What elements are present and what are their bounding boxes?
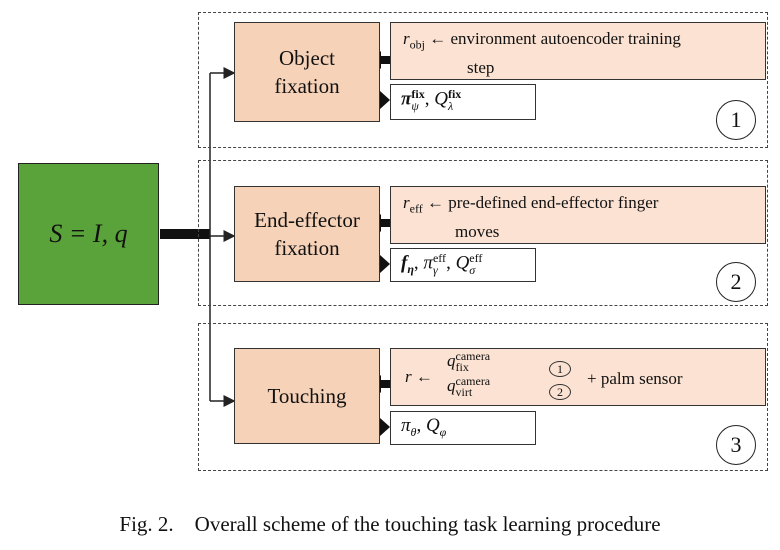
stage-object-fixation: Object fixation	[234, 22, 380, 122]
ref-circle-1: 1	[549, 361, 571, 377]
reward-1-text-line2: step	[467, 58, 495, 78]
stage-1-region	[198, 12, 768, 148]
stage-number-1: 1	[716, 100, 756, 140]
reward-box-2: reff ← pre-defined end-effector finger m…	[390, 186, 766, 244]
stage-2-title-line1: End-effector	[254, 208, 360, 232]
ref-circle-2: 2	[549, 384, 571, 400]
stage-1-title-line1: Object	[279, 46, 335, 70]
reward-1-formula: robj	[403, 29, 425, 52]
reward-2-text-line2: moves	[455, 222, 500, 242]
caption-text: Overall scheme of the touching task lear…	[194, 512, 661, 536]
reward-2-formula: reff	[403, 193, 423, 216]
stage-number-2: 2	[716, 262, 756, 302]
state-box: S = I, q	[18, 163, 159, 305]
stage-2-region	[198, 160, 768, 306]
reward-box-1: robj ← environment autoencoder training …	[390, 22, 766, 80]
policy-box-3: πθ, Qφ	[390, 411, 536, 445]
state-label: S = I, q	[49, 219, 128, 248]
stage-1-title-line2: fixation	[274, 74, 340, 98]
stage-touching: Touching	[234, 348, 380, 444]
caption-label: Fig. 2.	[119, 512, 174, 536]
stage-number-3: 3	[716, 425, 756, 465]
stage-3-region	[198, 323, 768, 471]
figure-caption: Fig. 2. Overall scheme of the touching t…	[0, 512, 780, 537]
stage-3-title: Touching	[267, 384, 347, 408]
state-output-bar	[160, 229, 210, 239]
reward-2-text-line1: ← pre-defined end-effector finger	[426, 193, 659, 212]
reward-3-suffix: + palm sensor	[587, 369, 683, 388]
reward-3-symbol: r ←	[405, 367, 433, 386]
reward-1-text-line1: ← environment autoencoder training	[429, 29, 681, 48]
stage-end-effector-fixation: End-effector fixation	[234, 186, 380, 282]
stage-2-title-line2: fixation	[274, 236, 340, 260]
